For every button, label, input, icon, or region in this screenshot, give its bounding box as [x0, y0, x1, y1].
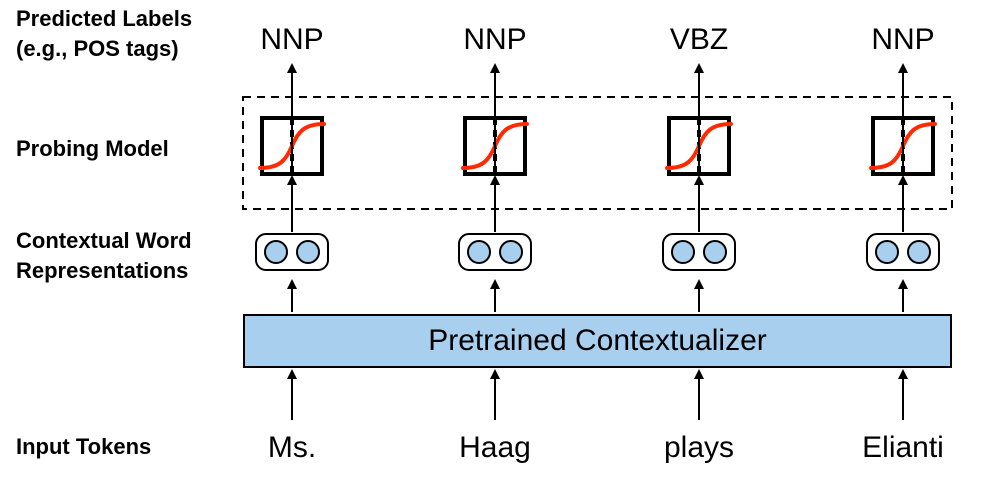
pretrained-contextualizer-box: Pretrained Contextualizer — [243, 314, 952, 368]
representation-node — [296, 240, 320, 264]
input-token: plays — [663, 431, 735, 464]
probing-model-region — [242, 96, 953, 210]
column-2 — [458, 63, 532, 420]
label-predicted-labels: Predicted Labels (e.g., POS tags) — [16, 4, 192, 64]
label-predicted-line2: (e.g., POS tags) — [16, 36, 179, 61]
label-contextual-line2: Representations — [16, 258, 189, 283]
column-1 — [255, 63, 329, 420]
representation-node — [907, 240, 931, 264]
predicted-tag: NNP — [260, 23, 324, 56]
predicted-tag: VBZ — [669, 23, 729, 56]
predicted-tag: NNP — [871, 23, 935, 56]
representation-node — [467, 240, 491, 264]
label-contextual-line1: Contextual Word — [16, 228, 192, 253]
input-token: Elianti — [862, 431, 944, 464]
representation-node — [499, 240, 523, 264]
representation-node — [264, 240, 288, 264]
input-token: Ms. — [267, 431, 317, 464]
contextualizer-label: Pretrained Contextualizer — [428, 324, 767, 357]
label-contextual-representations: Contextual Word Representations — [16, 226, 192, 286]
column-3 — [662, 63, 736, 420]
representation-node — [703, 240, 727, 264]
input-token: Haag — [459, 431, 531, 464]
column-4 — [866, 63, 940, 420]
label-probing-model: Probing Model — [16, 136, 169, 161]
representation-node — [671, 240, 695, 264]
representation-node — [875, 240, 899, 264]
label-predicted-line1: Predicted Labels — [16, 6, 193, 31]
predicted-tag: NNP — [463, 23, 527, 56]
label-input-tokens: Input Tokens — [16, 434, 152, 459]
